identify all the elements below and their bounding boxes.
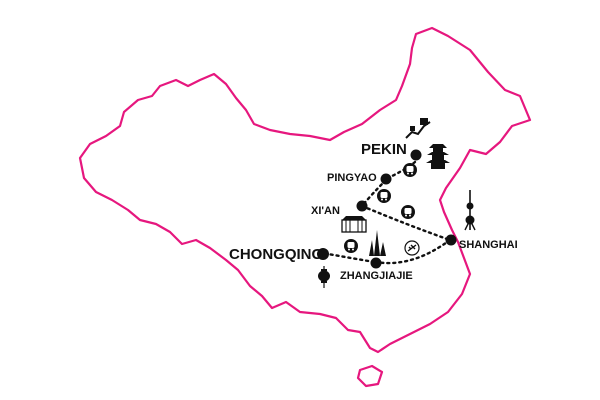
city-label-shanghai: SHANGHAI [459, 239, 518, 251]
city-dot-xian[interactable] [356, 200, 368, 212]
city-dots [317, 149, 457, 269]
route-xian-shanghai [360, 204, 452, 242]
china-border [78, 26, 532, 354]
city-label-xian: XI'AN [311, 205, 340, 217]
great-wall-icon [405, 118, 431, 139]
city-dot-pekin[interactable] [410, 149, 422, 161]
pearl-tower-icon [464, 190, 476, 231]
city-label-zhangjiajie: ZHANGJIAJIE [340, 270, 413, 282]
city-dot-zhangjiajie[interactable] [370, 257, 382, 269]
route-shanghai-zhangjiajie [374, 238, 452, 265]
route-zhangjiajie-chongqing [326, 252, 376, 264]
lantern-icon [318, 266, 330, 288]
train-icon [344, 239, 358, 253]
city-dot-pingyao[interactable] [380, 173, 392, 185]
plane-icon [404, 240, 420, 256]
karst-peaks-icon [369, 230, 386, 256]
hainan-island [356, 364, 384, 388]
city-dot-shanghai[interactable] [445, 234, 457, 246]
city-label-pekin: PEKIN [361, 141, 407, 158]
train-icon [377, 189, 391, 203]
train-icon [401, 205, 415, 219]
city-dot-chongqing[interactable] [317, 248, 329, 260]
city-label-pingyao: PINGYAO [327, 172, 377, 184]
train-icon [403, 163, 417, 177]
city-gate-icon [341, 216, 367, 233]
city-label-chongqing: CHONGQING [229, 246, 323, 263]
pagoda-icon [426, 144, 450, 169]
